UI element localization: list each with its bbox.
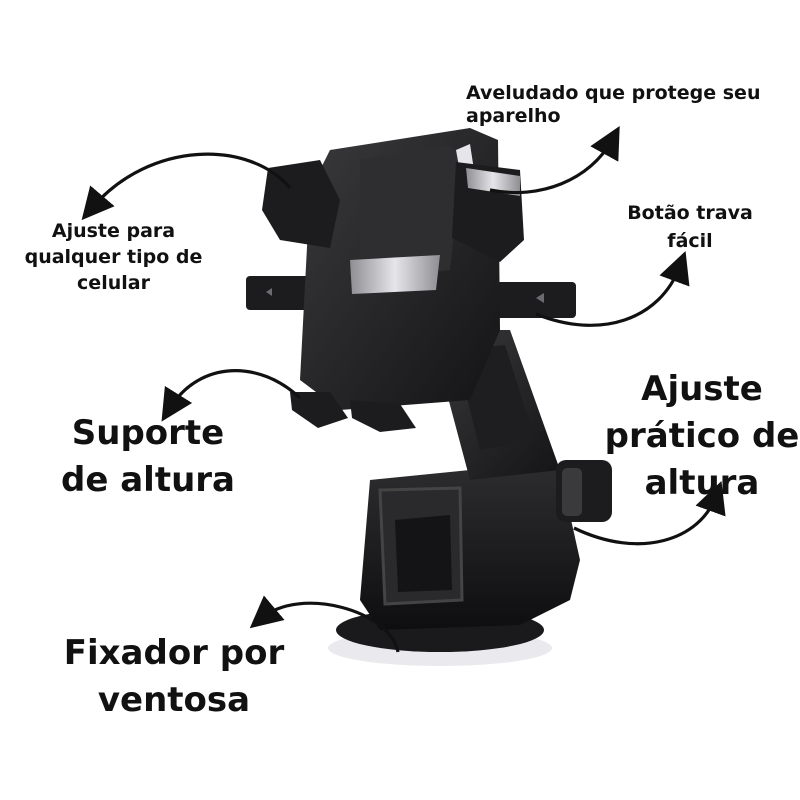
label-fixador: Fixador por ventosa [63, 633, 285, 720]
bottom-feet [290, 392, 416, 432]
side-grips [262, 160, 524, 262]
label-ajuste-celular: Ajuste para qualquer tipo de celular [24, 220, 203, 295]
label-suporte-altura: Suporte de altura [60, 413, 235, 500]
base-housing [360, 470, 580, 630]
label-ajuste-pratico: Ajuste prático de altura [604, 369, 800, 503]
height-adjust-knob [556, 460, 612, 522]
annotation-arrows [81, 125, 726, 653]
cradle-body [300, 128, 500, 410]
label-aveludado: Aveludado que protege seu aparelho [466, 82, 761, 127]
label-botao-trava: Botão trava fácil [627, 202, 753, 252]
